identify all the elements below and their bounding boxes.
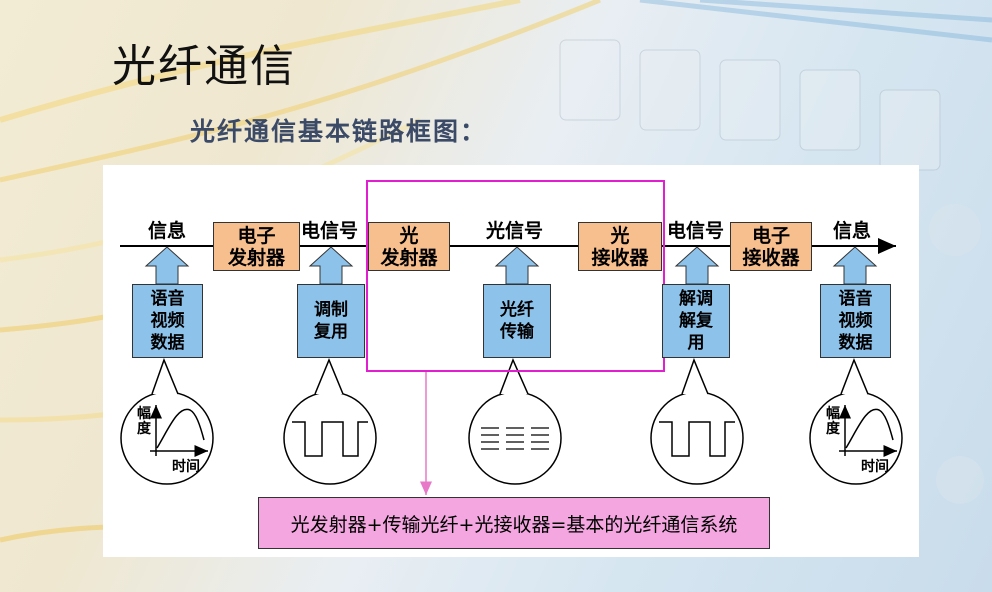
- square-wave-right: [659, 421, 735, 457]
- box-line: 数据: [838, 333, 873, 353]
- box-line: 视频: [838, 311, 873, 331]
- box-line: 调制: [314, 300, 348, 320]
- electronic-receiver-box: 电子 接收器: [730, 222, 812, 271]
- box-line: 用: [687, 333, 705, 353]
- label-elec-signal-right: 电信号: [667, 220, 725, 242]
- box-line: 数据: [150, 333, 185, 353]
- box-line: 传输: [500, 322, 534, 342]
- box-line: 复用: [314, 322, 348, 342]
- modulation-multiplex-box: 调制 复用: [297, 284, 365, 358]
- square-wave-left: [292, 421, 368, 457]
- box-line: 电子: [237, 224, 276, 247]
- box-line: 解调: [679, 289, 713, 309]
- optical-transmitter-box: 光 发射器: [368, 222, 450, 271]
- box-line: 视频: [150, 311, 185, 331]
- analog-graph-left: [150, 405, 208, 457]
- box-line: 语音: [150, 289, 185, 309]
- up-arrows: [144, 246, 878, 285]
- sink-data-box-right: 语音 视频 数据: [820, 284, 891, 358]
- slide-subtitle: 光纤通信基本链路框图：: [190, 117, 488, 146]
- callouts: [120, 357, 903, 485]
- box-line: 发射器: [380, 246, 438, 269]
- slide-title: 光纤通信: [112, 41, 296, 92]
- demodulation-demultiplex-box: 解调 解复 用: [662, 284, 730, 358]
- box-line: 解复: [679, 311, 713, 331]
- optical-system-outline: [366, 180, 665, 372]
- box-line: 接收器: [742, 246, 800, 269]
- optical-lines: [481, 427, 549, 450]
- axis-label-amplitude-right: 幅度: [826, 406, 840, 437]
- analog-graph-right: [839, 405, 897, 457]
- label-info-right: 信息: [833, 220, 872, 242]
- optical-receiver-box: 光 接收器: [578, 222, 662, 271]
- axis-label-time-left: 时间: [172, 459, 200, 475]
- axis-label-amplitude-left: 幅度: [137, 406, 151, 437]
- box-line: 光纤: [500, 300, 534, 320]
- label-optical-signal: 光信号: [486, 220, 544, 242]
- box-line: 光: [399, 224, 419, 247]
- source-data-box-left: 语音 视频 数据: [132, 284, 203, 358]
- box-line: 电子: [751, 224, 790, 247]
- fiber-transmission-box: 光纤 传输: [483, 284, 551, 358]
- box-line: 光: [610, 224, 630, 247]
- summary-box: 光发射器+传输光纤+光接收器=基本的光纤通信系统: [258, 497, 770, 549]
- label-elec-signal-left: 电信号: [301, 220, 359, 242]
- electronic-transmitter-box: 电子 发射器: [213, 222, 300, 271]
- axis-label-time-right: 时间: [861, 459, 889, 475]
- label-info-left: 信息: [148, 220, 187, 242]
- box-line: 接收器: [591, 246, 649, 269]
- box-line: 发射器: [227, 246, 285, 269]
- box-line: 语音: [838, 289, 873, 309]
